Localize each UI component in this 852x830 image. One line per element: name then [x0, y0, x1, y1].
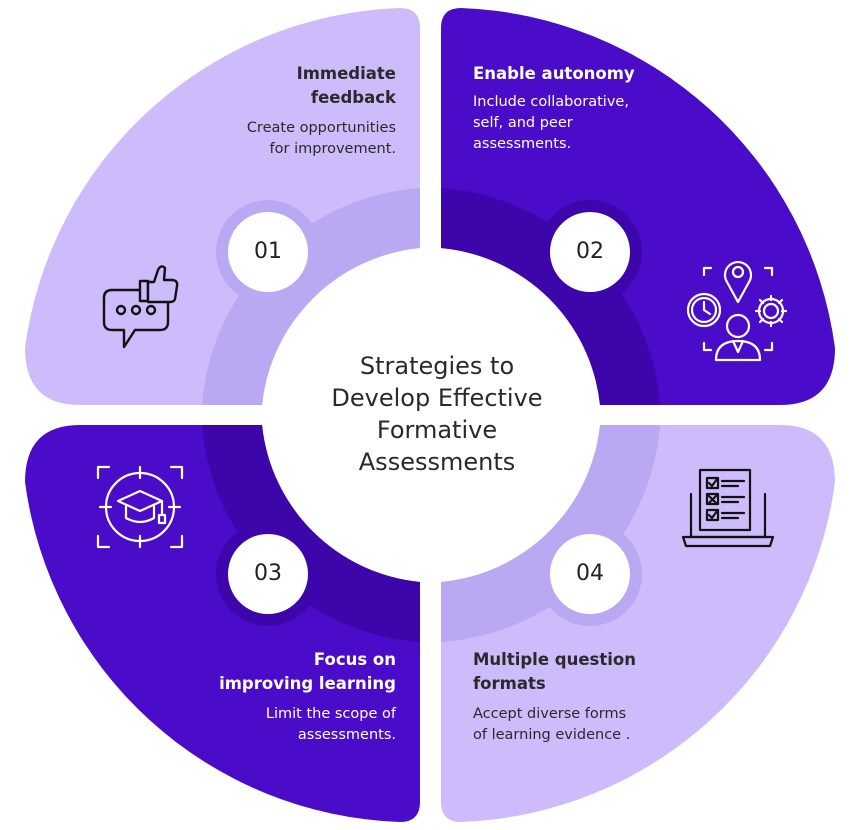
badge-circle-03 — [228, 534, 308, 614]
quadrant-01-title: Immediate feedback — [156, 62, 396, 110]
quadrant-04-desc-line: of learning evidence . — [473, 727, 631, 743]
quadrant-01-title-line: feedback — [310, 88, 396, 107]
ring-02 — [441, 188, 660, 405]
quadrant-04-description: Accept diverse forms of learning evidenc… — [473, 704, 713, 746]
quadrant-02-title-line: Enable autonomy — [473, 64, 635, 83]
quadrant-03-text: Focus on improving learning Limit the sc… — [156, 648, 396, 746]
person-location-clock-gear-icon — [686, 261, 788, 362]
quadrant-03-desc-line: Limit the scope of — [265, 706, 396, 722]
quadrant-04-title-line: formats — [473, 674, 546, 693]
quadrant-01-text: Immediate feedback Create opportunities … — [156, 62, 396, 160]
quadrant-02-text: Enable autonomy Include collaborative, s… — [473, 62, 713, 155]
quadrant-02-description: Include collaborative, self, and peer as… — [473, 92, 713, 155]
diagram-title: Strategies to Develop Effective Formativ… — [290, 350, 584, 478]
badge-circle-02 — [550, 212, 630, 292]
quadrant-04-text: Multiple question formats Accept diverse… — [473, 648, 713, 746]
step-number-03: 03 — [254, 561, 282, 586]
quadrant-03-title: Focus on improving learning — [156, 648, 396, 696]
quadrant-02-shape — [441, 8, 835, 405]
quadrant-01-desc-line: Create opportunities — [246, 120, 396, 136]
diagram-title-text: Strategies to Develop Effective Formativ… — [331, 352, 543, 476]
quadrant-03-title-line: improving learning — [219, 674, 396, 693]
quadrant-01-title-line: Immediate — [296, 64, 396, 83]
badge-circle-04 — [550, 534, 630, 614]
quadrant-03-description: Limit the scope of assessments. — [156, 704, 396, 746]
quadrant-03-desc-line: assessments. — [297, 727, 396, 743]
quadrant-01-description: Create opportunities for improvement. — [156, 118, 396, 160]
quadrant-02-desc-line: Include collaborative, — [473, 94, 629, 110]
feedback-thumbs-up-icon — [102, 265, 179, 349]
ring-03 — [202, 425, 420, 642]
badge-circle-01 — [228, 212, 308, 292]
quadrant-02-title: Enable autonomy — [473, 62, 713, 86]
graduation-cap-target-icon — [96, 465, 184, 549]
quadrant-04-desc-line: Accept diverse forms — [473, 706, 627, 722]
quadrant-04-title-line: Multiple question — [473, 650, 636, 669]
quadrant-02-desc-line: assessments. — [473, 136, 572, 152]
quadrant-04-title: Multiple question formats — [473, 648, 713, 696]
step-number-02: 02 — [576, 239, 604, 264]
step-number-04: 04 — [576, 561, 604, 586]
ring-01 — [202, 188, 420, 405]
quadrant-01-desc-line: for improvement. — [269, 141, 396, 157]
quadrant-03-title-line: Focus on — [313, 650, 396, 669]
quadrant-03-shape — [25, 425, 420, 822]
laptop-checklist-icon — [681, 468, 775, 548]
ring-04 — [441, 425, 660, 642]
step-number-01: 01 — [254, 239, 282, 264]
quadrant-02-desc-line: self, and peer — [473, 115, 573, 131]
